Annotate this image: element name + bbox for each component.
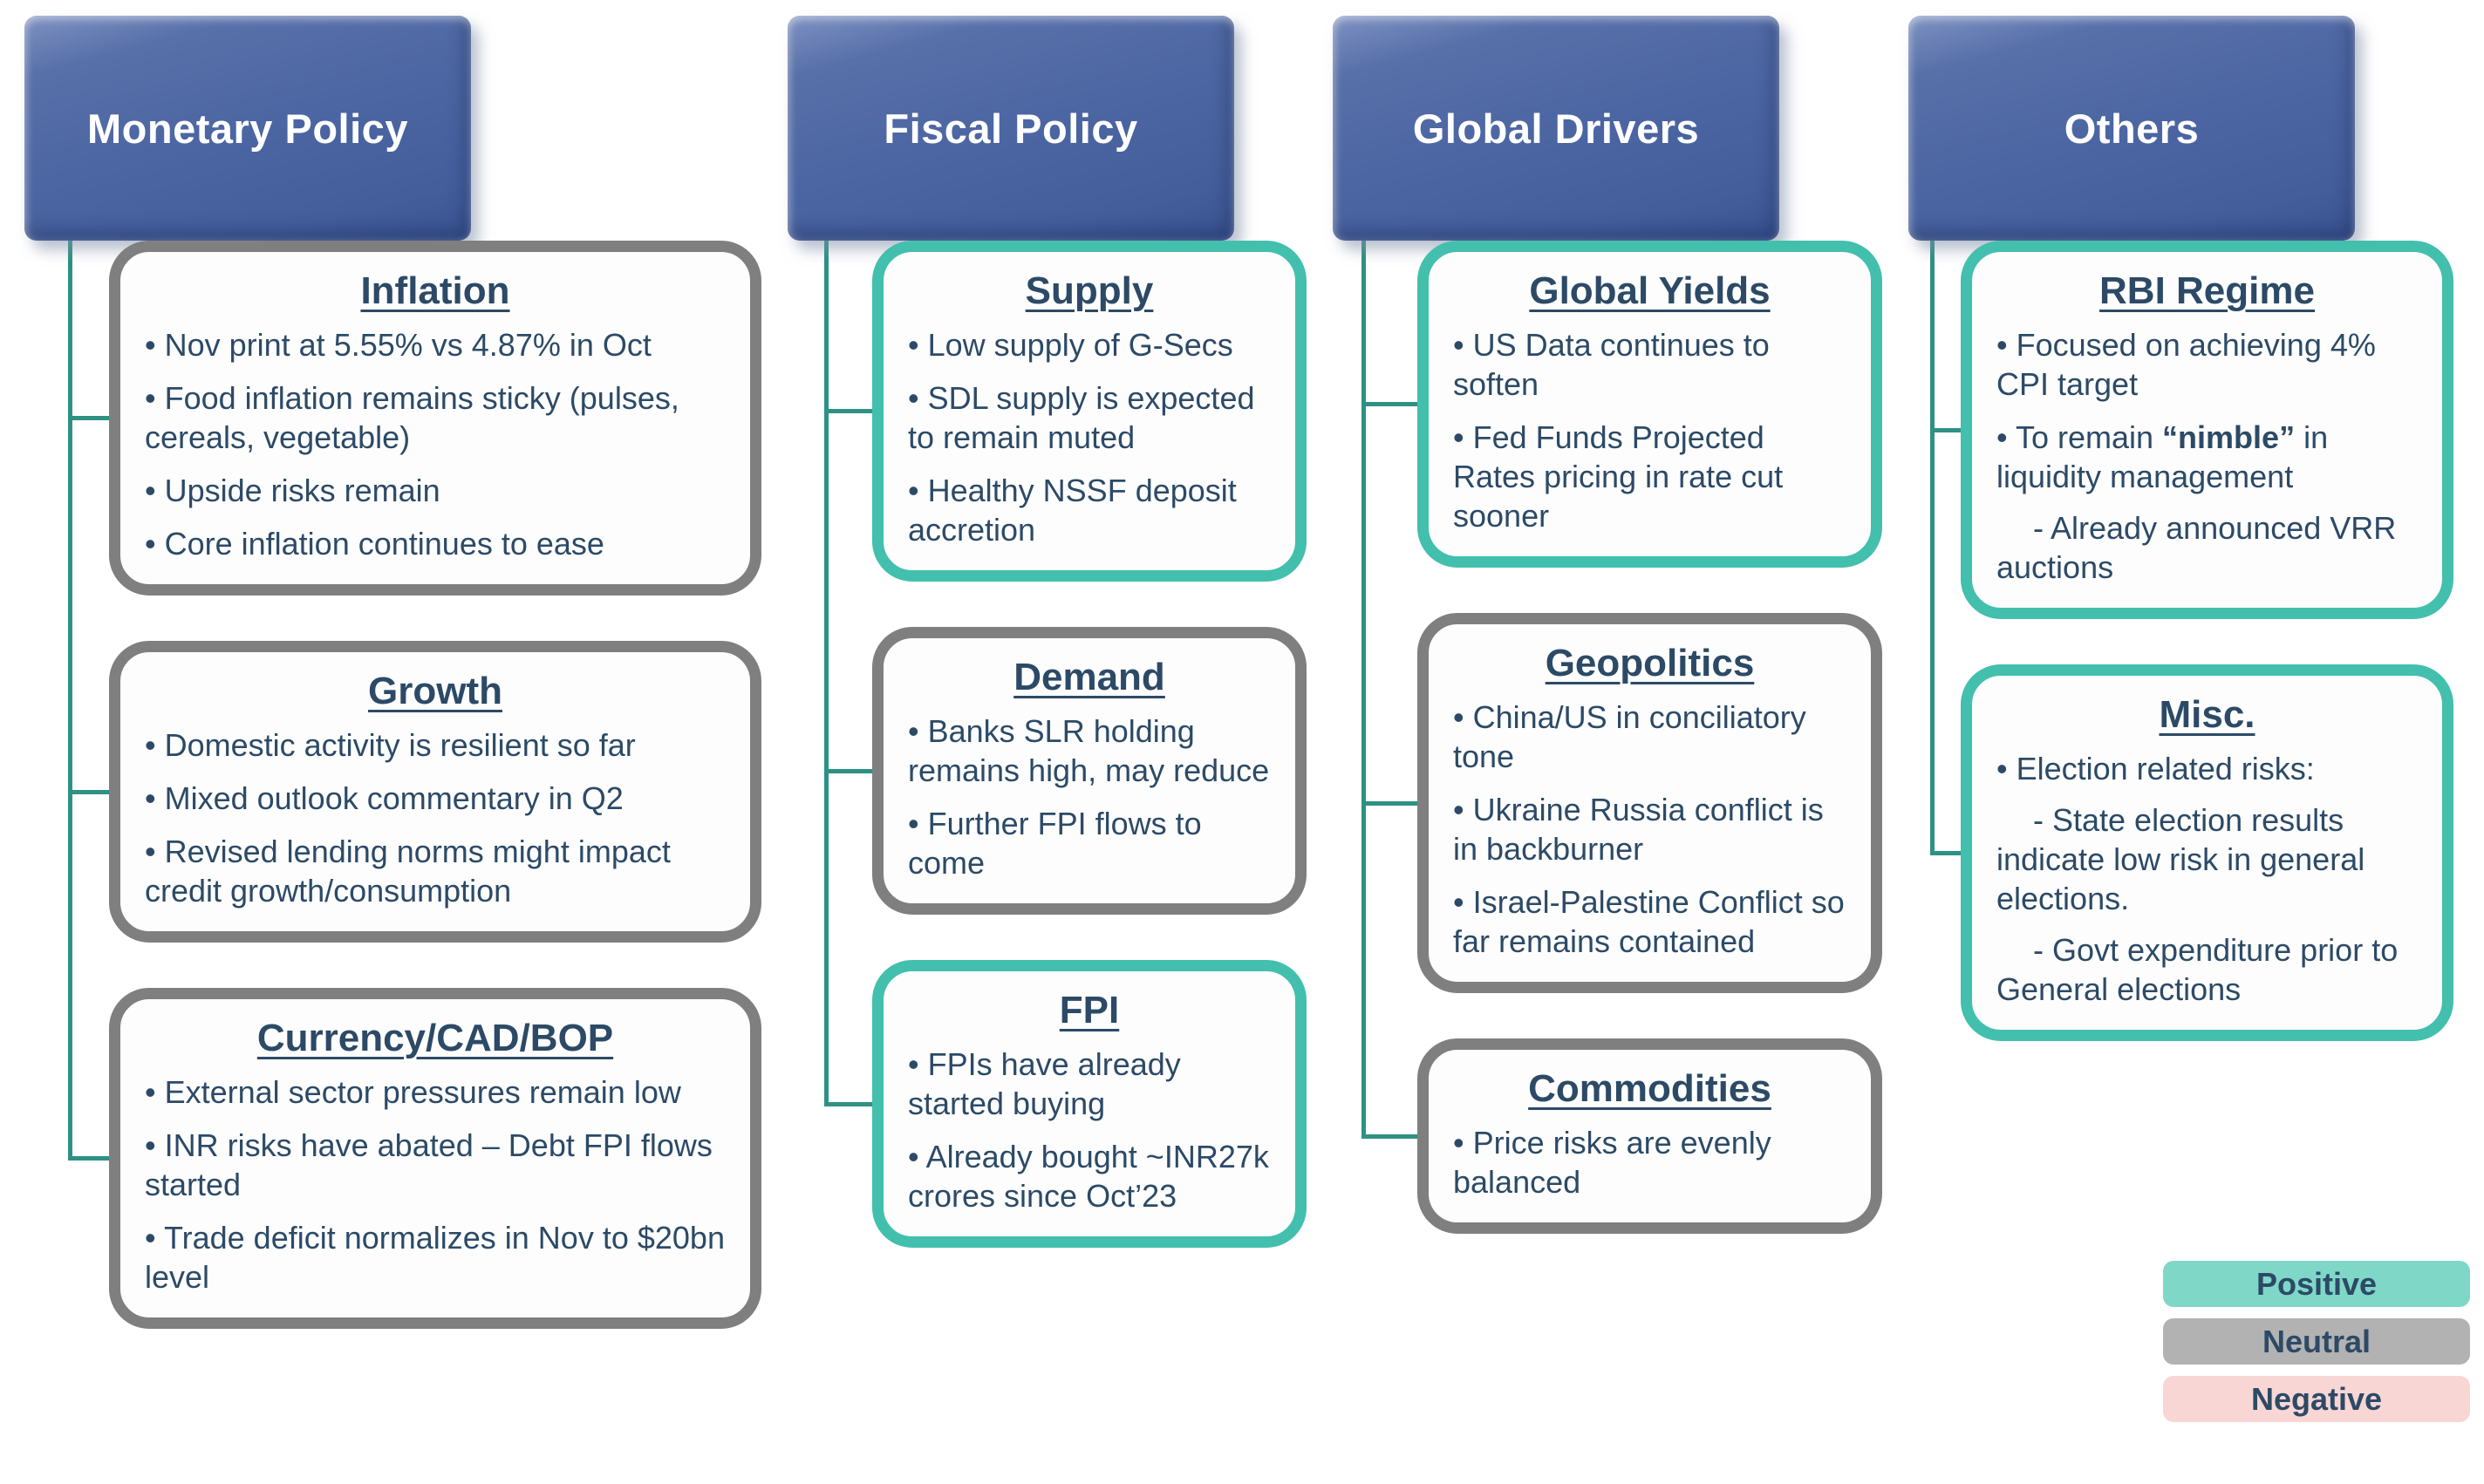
connector-stub (824, 409, 876, 413)
bullet-item: • External sector pressures remain low (145, 1074, 681, 1110)
legend-item-label: Neutral (2262, 1323, 2371, 1359)
connector-stub (68, 416, 113, 420)
connector-vertical (824, 235, 829, 1106)
connector-stub (68, 1156, 113, 1161)
box-misc: Misc. • Election related risks: - State el… (1961, 664, 2453, 1041)
bullet-item: • FPIs have already started buying (908, 1046, 1181, 1121)
bullet-item: • Upside risks remain (145, 473, 440, 508)
sub-bullet-item: - Govt expenditure prior to General elec… (1996, 932, 2399, 1007)
box-title-growth: Growth (368, 670, 502, 712)
column-header-monetary-policy: Monetary Policy (24, 16, 471, 241)
box-supply: Supply • Low supply of G-Secs • SDL supply… (872, 241, 1307, 582)
box-title-geopolitics: Geopolitics (1545, 642, 1755, 684)
connector-vertical (1930, 235, 1935, 855)
box-title-currency-cad-bop: Currency/CAD/BOP (256, 1017, 614, 1059)
box-title-supply: Supply (1025, 269, 1154, 312)
box-currency-cad-bop: Currency/CAD/BOP • External sector pressu… (109, 988, 761, 1329)
bullet-item: • Fed Funds Projected Rates pricing in r… (1453, 419, 1784, 534)
connector-vertical (68, 235, 72, 1161)
column-header-label: Others (2064, 105, 2200, 152)
column-header-label: Global Drivers (1412, 105, 1700, 152)
bullet-item: • Further FPI flows to come (908, 806, 1202, 881)
box-fpi: FPI • FPIs have already started buying • A… (872, 960, 1307, 1248)
bullet-item: • Domestic activity is resilient so far (145, 727, 636, 763)
bullet-item: • INR risks have abated – Debt FPI flows… (145, 1127, 713, 1202)
bullet-item: • Israel-Palestine Conflict so far remai… (1453, 884, 1845, 959)
bullet-item: • Healthy NSSF deposit accretion (908, 473, 1237, 548)
connector-stub (824, 1101, 876, 1106)
bullet-text-bold: “nimble” (2162, 419, 2296, 455)
box-title-global-yields: Global Yields (1529, 269, 1771, 312)
box-commodities: Commodities • Price risks are evenly bala… (1417, 1038, 1882, 1234)
box-inflation: Inflation • Nov print at 5.55% vs 4.87% i… (109, 241, 761, 596)
bullet-item: • Price risks are evenly balanced (1453, 1125, 1771, 1200)
column-header-global-drivers: Global Drivers (1333, 16, 1779, 241)
bullet-item: • Ukraine Russia conflict is in backburn… (1453, 792, 1824, 867)
column-header-fiscal-policy: Fiscal Policy (788, 16, 1234, 241)
box-title-rbi-regime: RBI Regime (2099, 269, 2315, 312)
connector-vertical (1361, 235, 1366, 1139)
bullet-text: To remain (2015, 419, 2163, 455)
column-header-label: Fiscal Policy (884, 105, 1138, 152)
connector-stub (1930, 850, 1964, 855)
bullet-item: • Nov print at 5.55% vs 4.87% in Oct (145, 327, 652, 363)
box-demand: Demand • Banks SLR holding remains high, … (872, 627, 1307, 915)
box-title-inflation: Inflation (360, 269, 510, 312)
box-rbi-regime: RBI Regime • Focused on achieving 4% CPI … (1961, 241, 2453, 619)
legend-item-label: Negative (2250, 1380, 2383, 1417)
legend-item-positive: Positive (2163, 1261, 2470, 1307)
bullet-item: • Mixed outlook commentary in Q2 (145, 780, 624, 816)
box-geopolitics: Geopolitics • China/US in conciliatory to… (1417, 613, 1882, 993)
connector-stub (68, 789, 113, 794)
bullet-item: • Focused on achieving 4% CPI target (1996, 327, 2376, 402)
legend-item-negative: Negative (2163, 1376, 2470, 1422)
connector-stub (1361, 800, 1421, 806)
bullet-item: • SDL supply is expected to remain muted (908, 380, 1255, 455)
sub-bullet-item: - State election results indicate low ri… (1996, 802, 2365, 916)
box-title-commodities: Commodities (1528, 1067, 1771, 1110)
box-title-misc: Misc. (2159, 693, 2255, 736)
column-header-others: Others (1908, 16, 2355, 241)
bullet-item: • Core inflation continues to ease (145, 526, 604, 562)
box-growth: Growth • Domestic activity is resilient s… (109, 641, 761, 943)
bullet-item: • Already bought ~INR27k crores since Oc… (908, 1139, 1269, 1214)
bullet-item: • Low supply of G-Secs (908, 327, 1233, 363)
bullet-item: • Food inflation remains sticky (pulses,… (145, 380, 679, 455)
connector-stub (1361, 1133, 1421, 1139)
bullet-text: in liquidity management (1996, 419, 2329, 494)
connector-stub (1361, 402, 1421, 406)
sub-bullet-item: - Already announced VRR auctions (1996, 510, 2397, 585)
connector-stub (1930, 427, 1964, 432)
bullet-item: • Banks SLR holding remains high, may re… (908, 713, 1270, 788)
bullet-item: • Revised lending norms might impact cre… (145, 834, 671, 909)
box-global-yields: Global Yields • US Data continues to soft… (1417, 241, 1882, 568)
legend-item-label: Positive (2255, 1265, 2378, 1302)
bullet-item: • Election related risks: (1996, 751, 2315, 786)
bullet-item: • To remain “nimble” in liquidity manage… (1996, 419, 2329, 494)
connector-stub (824, 768, 876, 773)
bullet-item: • US Data continues to soften (1453, 327, 1770, 402)
bullet-item: • Trade deficit normalizes in Nov to $20… (145, 1220, 725, 1295)
column-header-label: Monetary Policy (87, 105, 408, 152)
legend-item-neutral: Neutral (2163, 1318, 2470, 1365)
box-title-fpi: FPI (1059, 989, 1120, 1031)
box-title-demand: Demand (1013, 656, 1165, 698)
bullet-item: • China/US in conciliatory tone (1453, 699, 1806, 774)
